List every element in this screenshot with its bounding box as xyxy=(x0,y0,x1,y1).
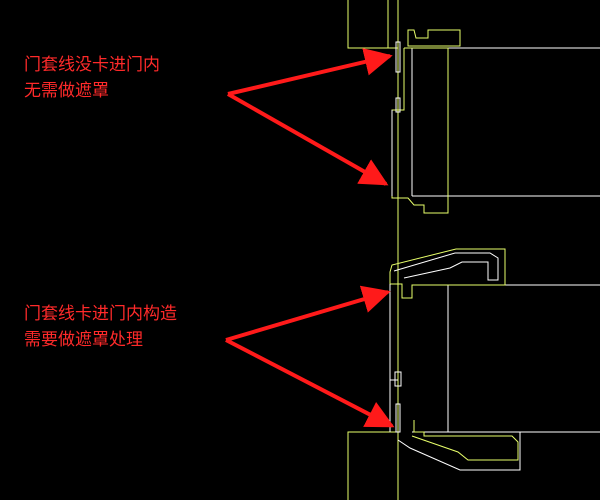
annotation-top-line2: 无需做遮罩 xyxy=(24,81,109,101)
bottom-hardware xyxy=(394,371,402,433)
annotation-bottom-line2: 需要做遮罩处理 xyxy=(24,330,143,350)
bottom-lower-casing-outer xyxy=(397,432,521,471)
annotation-top-line1: 门套线没卡进门内 xyxy=(24,55,160,75)
arrow-bottom-2 xyxy=(225,338,395,428)
arrow-bottom-1 xyxy=(225,285,391,342)
bottom-top-casing-inner xyxy=(393,252,499,281)
bottom-door-slab xyxy=(412,284,600,433)
top-detail xyxy=(347,0,600,500)
bottom-top-casing xyxy=(389,248,506,299)
bottom-wall-outline xyxy=(347,431,398,500)
top-jamb xyxy=(391,47,449,214)
annotation-top: 门套线没卡进门内 无需做遮罩 xyxy=(24,52,160,104)
annotation-bottom: 门套线卡进门内构造 需要做遮罩处理 xyxy=(24,301,177,353)
bottom-detail xyxy=(347,248,600,500)
bottom-jamb xyxy=(389,284,398,432)
annotation-arrows xyxy=(225,48,395,428)
top-wall-outline xyxy=(347,0,398,49)
top-trim-detail xyxy=(395,41,401,113)
arrow-top-1 xyxy=(227,48,393,96)
top-door-slab xyxy=(411,47,600,197)
bottom-lower-casing xyxy=(411,420,519,461)
annotation-bottom-line1: 门套线卡进门内构造 xyxy=(24,304,177,324)
arrow-top-2 xyxy=(227,92,389,186)
top-door-frame xyxy=(407,29,461,47)
